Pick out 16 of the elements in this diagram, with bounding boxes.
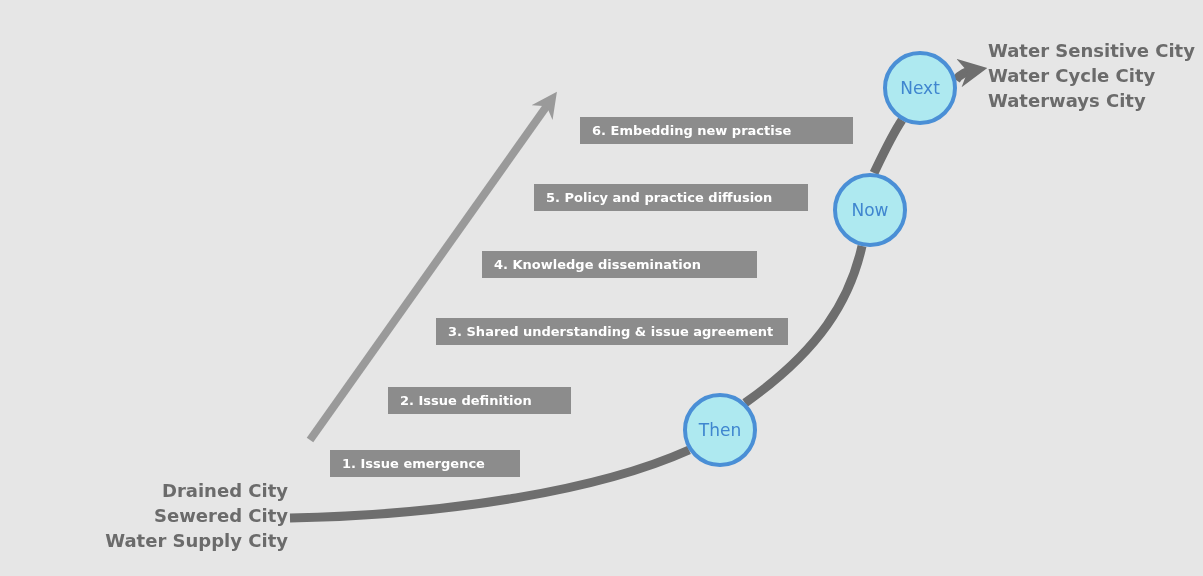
stage-label: 3. Shared understanding & issue agreement (436, 318, 788, 345)
city-name: Sewered City (153, 504, 288, 528)
city-name: Water Sensitive City (988, 39, 1196, 63)
stage-label: 4. Knowledge dissemination (482, 251, 757, 278)
city-name: Waterways City (988, 89, 1147, 113)
phase-circle: Now (833, 173, 907, 247)
stage-label: 1. Issue emergence (330, 450, 520, 477)
city-name: Water Cycle City (988, 64, 1157, 88)
stage-label: 6. Embedding new practise (580, 117, 853, 144)
stage-label: 2. Issue definition (388, 387, 571, 414)
city-name: Drained City (160, 479, 288, 503)
city-name: Water Supply City (104, 529, 288, 553)
curved-arrow (952, 59, 988, 88)
phase-circle: Next (883, 51, 957, 125)
phase-circle: Then (683, 393, 757, 467)
stage-label: 5. Policy and practice diffusion (534, 184, 808, 211)
